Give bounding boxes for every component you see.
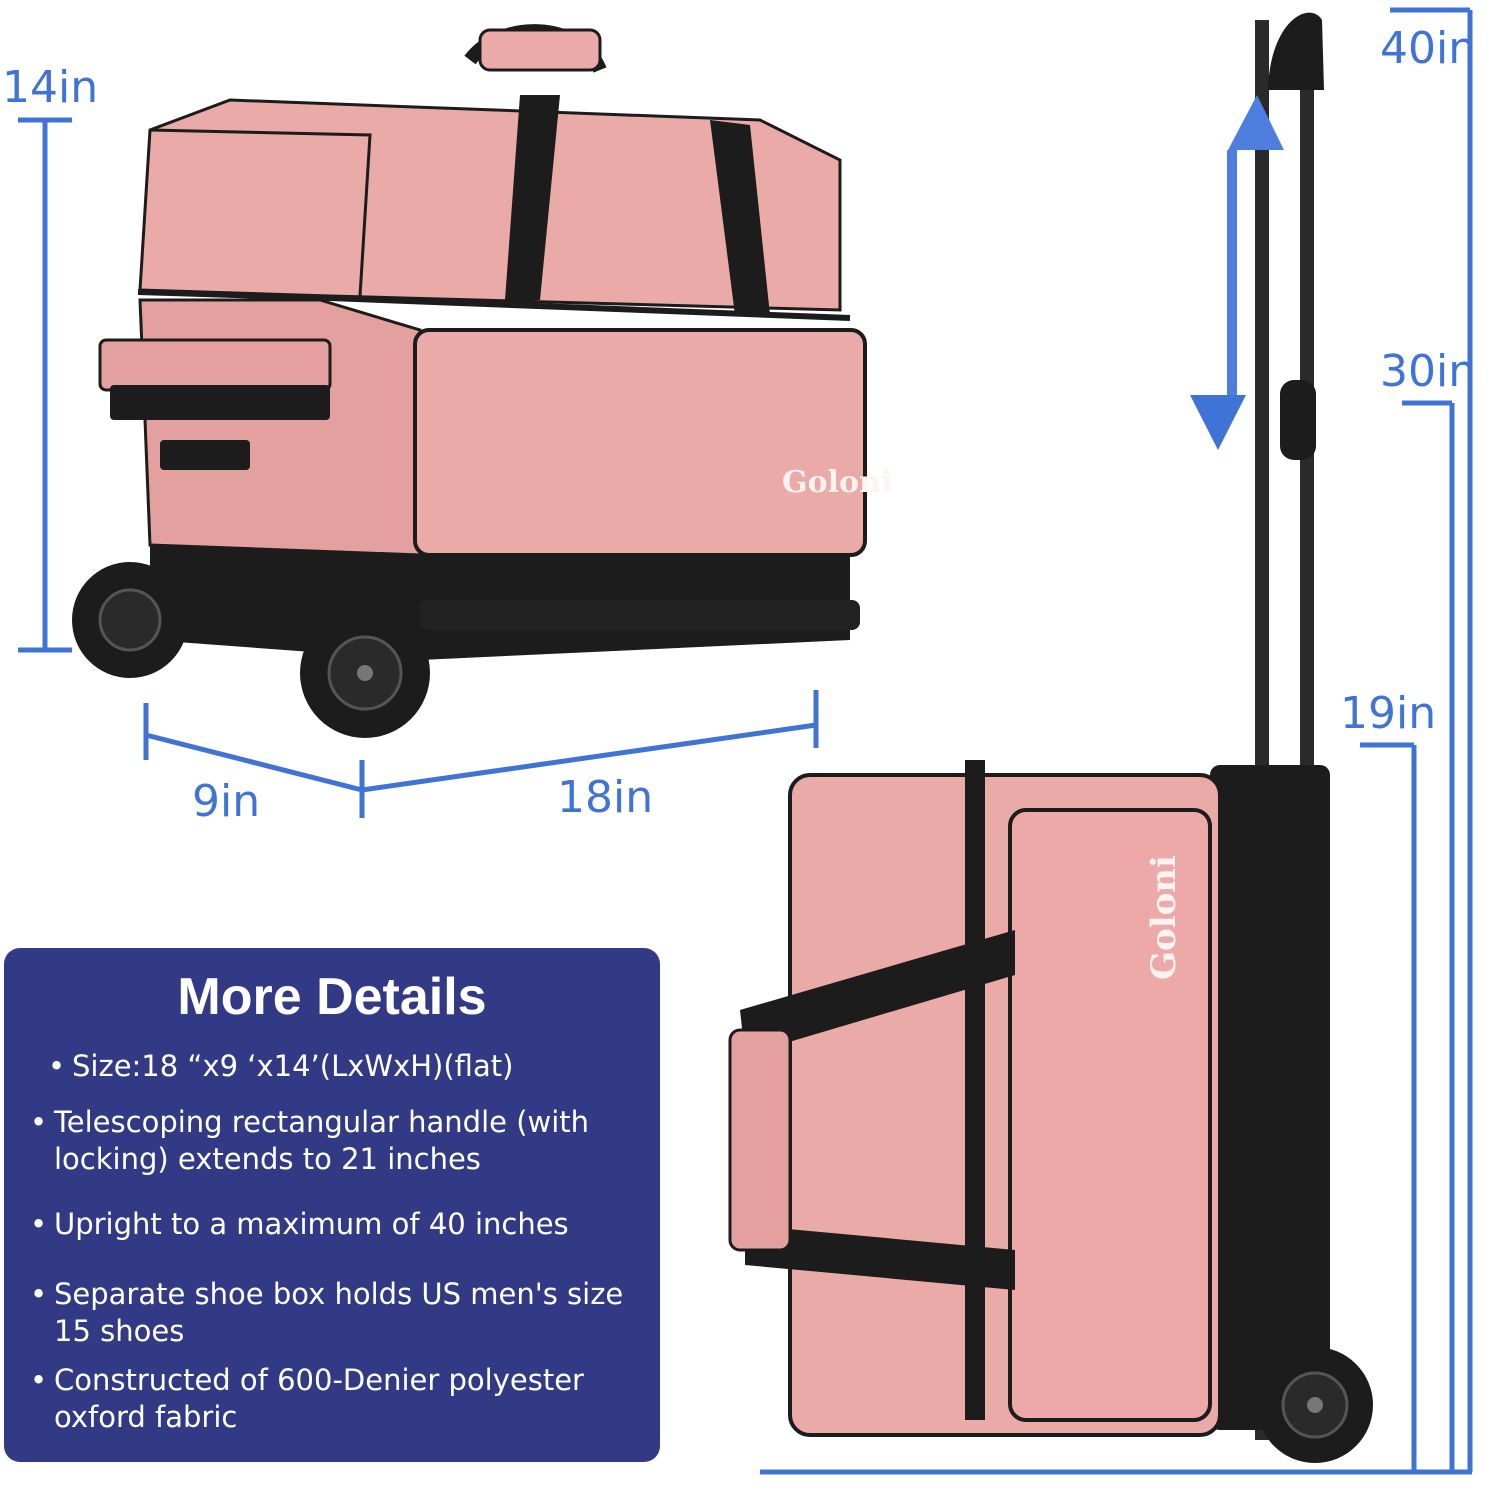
bullet-icon: • <box>48 1049 66 1083</box>
dimension-width: 9in <box>192 776 261 827</box>
measurement-lines <box>18 7 1473 1475</box>
details-item-text: Upright to a maximum of 40 inches <box>54 1207 569 1241</box>
brand-logo-upright: Goloni <box>1144 855 1184 980</box>
dimension-height-flat: 14in <box>2 62 99 113</box>
bullet-icon: • <box>30 1363 48 1397</box>
up-down-arrow-icon <box>1190 95 1284 450</box>
bullet-icon: • <box>30 1277 48 1311</box>
details-item: • Telescoping rectangular handle (with l… <box>30 1104 646 1178</box>
bag-upright-view <box>728 12 1373 1463</box>
dimension-length: 18in <box>557 772 654 823</box>
details-item: • Separate shoe box holds US men's size … <box>30 1276 646 1350</box>
bullet-icon: • <box>30 1105 48 1139</box>
details-item: • Constructed of 600-Denier polyester ox… <box>30 1362 646 1436</box>
details-item: • Size:18 “x9 ‘x14’(LxWxH)(flat) <box>48 1048 664 1085</box>
dimension-mid-upright: 30in <box>1380 346 1477 397</box>
details-item-text: Constructed of 600-Denier polyester oxfo… <box>54 1363 584 1435</box>
bag-flat-view <box>72 24 867 738</box>
details-panel: More Details • Size:18 “x9 ‘x14’(LxWxH)(… <box>4 948 660 1462</box>
details-title: More Details <box>177 968 487 1026</box>
dimension-max-upright: 40in <box>1380 23 1477 74</box>
details-item: • Upright to a maximum of 40 inches <box>30 1206 646 1243</box>
details-item-text: Telescoping rectangular handle (with loc… <box>54 1105 590 1177</box>
bullet-icon: • <box>30 1207 48 1241</box>
brand-logo-flat: Goloni <box>782 465 892 500</box>
details-item-text: Size:18 “x9 ‘x14’(LxWxH)(flat) <box>72 1049 514 1083</box>
details-item-text: Separate shoe box holds US men's size 15… <box>54 1277 624 1349</box>
dimension-bag-height-upright: 19in <box>1340 688 1437 739</box>
